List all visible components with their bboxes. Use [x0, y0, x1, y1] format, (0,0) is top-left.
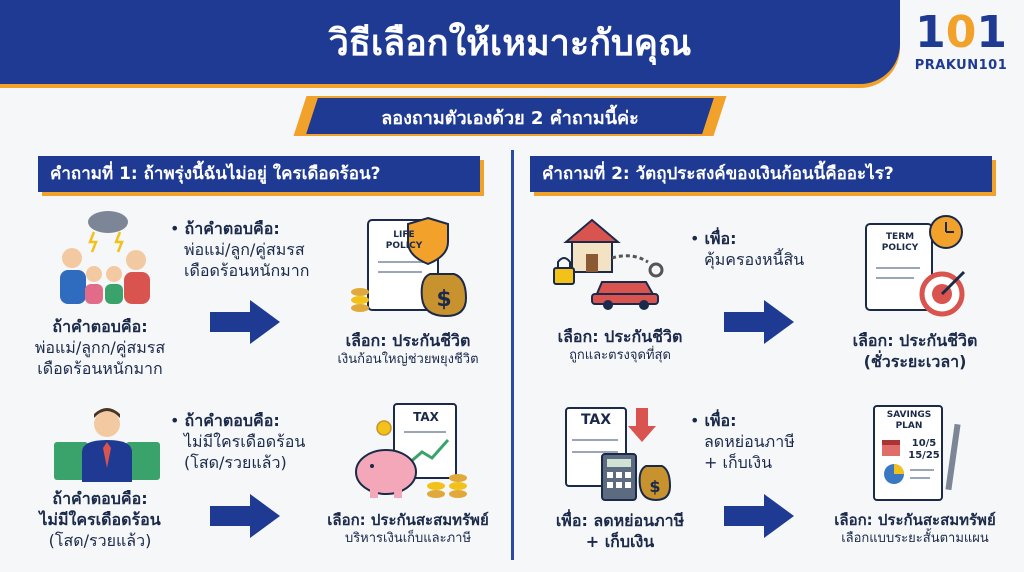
tax-savings-piggy-bank-icon: TAX	[350, 402, 475, 502]
brand-logo: 101 PRAKUN101	[905, 8, 1017, 92]
page-title: วิธีเลือกให้เหมาะกับคุณ	[328, 23, 692, 64]
q1-row1-bullet-line1: พ่อแม่/ลูก/คู่สมรส	[184, 240, 305, 259]
q2-row1-choice: เลือก: ประกันชีวิต	[852, 331, 978, 350]
q1-row2-left-line2: (โสด/รวยแล้ว)	[48, 531, 152, 550]
q1-row2-left-title: ถ้าคำตอบคือ:	[52, 489, 148, 508]
q1-row1-left-line1: พ่อแม่/ลูกก/คู่สมรส	[34, 338, 166, 357]
arrow-right-icon	[210, 300, 280, 344]
q1-row2-bullet-line2: (โสด/รวยแล้ว)	[184, 453, 287, 472]
logo-text: PRAKUN101	[914, 58, 1008, 73]
savings-plan-date-2: 15/25	[908, 450, 940, 461]
q1-row2-choice: เลือก: ประกันสะสมทรัพย์	[327, 511, 489, 529]
house-car-locked-icon	[552, 212, 672, 312]
arrow-right-icon	[724, 300, 794, 344]
q1-row2-choice-sub: บริหารเงินเก็บและภาษี	[344, 531, 472, 546]
q2-row2-left-choice: เพื่อ: ลดหย่อนภาษี	[555, 511, 685, 530]
bullet-dot: •	[170, 219, 185, 238]
q1-row2-bullet-title: ถ้าคำตอบคือ:	[184, 411, 280, 430]
q2-row1-choice-line2: (ชั่วระยะเวลา)	[863, 352, 967, 371]
life-policy-label-1: LIFE	[393, 230, 415, 240]
logo-number: 101	[915, 7, 1007, 58]
q2-row2-choice: เลือก: ประกันสะสมทรัพย์	[834, 511, 996, 529]
q1-row1-bullet-line2: เดือดร้อนหนักมาก	[184, 261, 310, 280]
savings-plan-date-1: 10/5	[911, 438, 937, 449]
person-with-money-icon	[52, 404, 162, 484]
svg-text:$: $	[436, 287, 451, 312]
svg-text:$: $	[649, 477, 660, 496]
life-policy-document-icon: $ LIFE POLICY	[350, 212, 470, 322]
bullet-dot: •	[690, 411, 705, 430]
q1-row1-bullet-title: ถ้าคำตอบคือ:	[184, 219, 280, 238]
savings-plan-label-2: PLAN	[895, 421, 923, 431]
q2-row1-left-sub: ถูกและตรงจุดที่สุด	[569, 348, 671, 363]
q1-row2-bullet-line1: ไม่มีใครเดือดร้อน	[184, 432, 306, 451]
question-1-title: คำถามที่ 1: ถ้าพรุ่งนี้ฉันไม่อยู่ ใครเดื…	[38, 156, 480, 192]
bullet-dot: •	[690, 229, 705, 248]
family-worried-icon	[50, 208, 160, 308]
q1-row2-left-line1: ไม่มีใครเดือดร้อน	[39, 510, 161, 529]
q2-row2-left-choice-line2: + เก็บเงิน	[585, 532, 655, 551]
term-policy-label-1: TERM	[885, 232, 915, 242]
q2-row2-bullet-line2: + เก็บเงิน	[704, 453, 773, 472]
q2-row1-left-choice: เลือก: ประกันชีวิต	[557, 327, 683, 346]
header-banner	[0, 0, 900, 84]
q2-row2-bullet-title: เพื่อ:	[704, 411, 737, 430]
q2-row1-bullet-line1: คุ้มครองหนี้สิน	[704, 250, 805, 269]
arrow-right-icon	[210, 494, 280, 538]
term-policy-label-2: POLICY	[881, 243, 919, 253]
q2-row2-choice-sub: เลือกแบบระยะสั้นตามแผน	[841, 531, 989, 546]
tax-calc-doc-label: TAX	[580, 412, 612, 428]
tax-doc-label: TAX	[413, 410, 439, 424]
q1-row1-choice: เลือก: ประกันชีวิต	[345, 331, 471, 350]
bullet-dot: •	[170, 411, 185, 430]
life-policy-label-2: POLICY	[385, 241, 423, 251]
subtitle-text: ลองถามตัวเองด้วย 2 คำถามนี้ค่ะ	[381, 108, 639, 129]
term-policy-target-icon: TERM POLICY	[860, 210, 970, 320]
q2-row1-bullet-title: เพื่อ:	[704, 229, 737, 248]
arrow-right-icon	[724, 494, 794, 538]
q1-row1-left-line2: เดือดร้อนหนักมาก	[37, 359, 163, 378]
tax-calculator-icon: $ TAX	[562, 404, 672, 504]
savings-plan-label-1: SAVINGS	[886, 410, 932, 420]
q1-row1-choice-sub: เงินก้อนใหญ่ช่วยพยุงชีวิต	[337, 352, 479, 367]
savings-plan-document-icon: SAVINGS PLAN 10/5 15/25	[870, 404, 970, 504]
q2-row2-bullet-line1: ลดหย่อนภาษี	[704, 432, 795, 451]
question-2-title: คำถามที่ 2: วัตถุประสงค์ของเงินก้อนนี้คื…	[530, 156, 992, 192]
q1-row1-left-title: ถ้าคำตอบคือ:	[52, 317, 148, 336]
column-divider	[511, 150, 514, 560]
